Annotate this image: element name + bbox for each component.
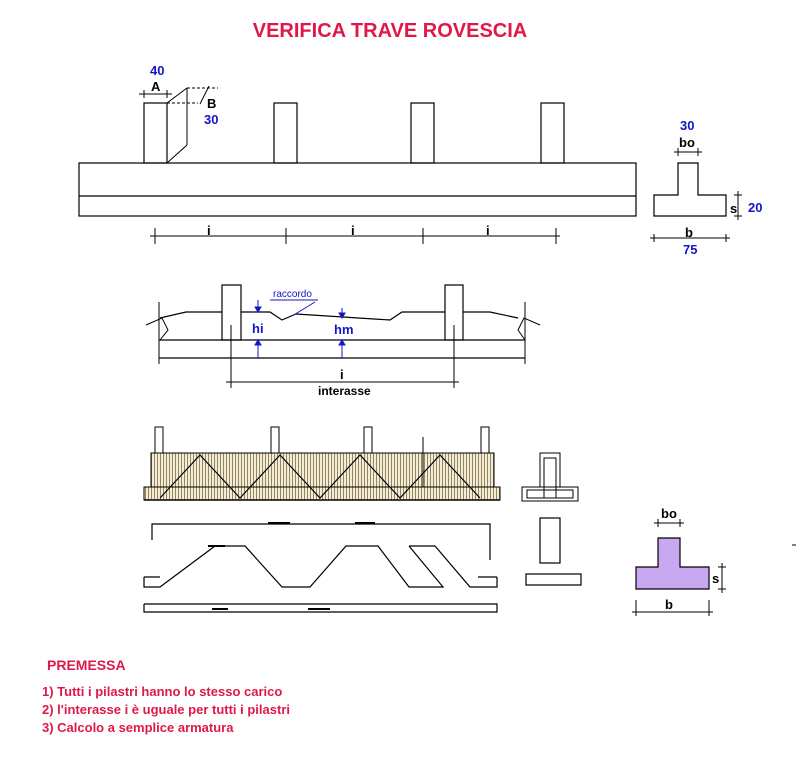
- premessa-heading: PREMESSA: [47, 657, 126, 673]
- top-cross-section: [650, 148, 742, 242]
- section-outline: [653, 162, 727, 217]
- premessa-list: 1) Tutti i pilastri hanno lo stesso cari…: [42, 683, 290, 737]
- raccordo-label: raccordo: [273, 289, 312, 300]
- middle-dim-arrows: [254, 299, 346, 358]
- rebar-shapes: [143, 517, 582, 613]
- dim-b-value: 30: [204, 112, 218, 127]
- bottom-s-label: s: [712, 571, 719, 586]
- column-3: [410, 102, 435, 164]
- top-beam-elevation: [78, 85, 637, 244]
- reinforcement-elevation: [143, 426, 501, 501]
- span-label-2: i: [351, 223, 355, 238]
- section-s-value: 20: [748, 200, 762, 215]
- premessa-item: 2) l'interasse i è uguale per tutti i pi…: [42, 702, 290, 717]
- bottom-bo-label: bo: [661, 506, 677, 521]
- section-bo-label: bo: [679, 135, 695, 150]
- beam-body: [78, 162, 637, 217]
- column-2: [273, 102, 298, 164]
- span-label-3: i: [486, 223, 490, 238]
- section-b-label: b: [685, 225, 693, 240]
- page-title: VERIFICA TRAVE ROVESCIA: [252, 20, 528, 42]
- hi-label: hi: [252, 321, 264, 336]
- bottom-b-label: b: [665, 597, 673, 612]
- premessa-item: 1) Tutti i pilastri hanno lo stesso cari…: [42, 684, 283, 699]
- dim-b-label: B: [207, 96, 216, 111]
- dim-a-label: A: [151, 79, 161, 94]
- reinforcement-section: [521, 452, 579, 502]
- interasse-i-label: i: [340, 367, 344, 382]
- bottom-cross-section: [632, 519, 796, 616]
- section-s-label: s: [730, 201, 737, 216]
- premessa-item: 3) Calcolo a semplice armatura: [42, 720, 234, 735]
- span-label-1: i: [207, 223, 211, 238]
- section-shape: [635, 537, 710, 590]
- interasse-label: interasse: [318, 384, 371, 398]
- column-1: [143, 102, 168, 164]
- section-b-value: 75: [683, 242, 697, 257]
- rebar-labels-strokes: [208, 522, 375, 610]
- column-4: [540, 102, 565, 164]
- dim-a-value: 40: [150, 63, 164, 78]
- hm-label: hm: [334, 322, 354, 337]
- section-bo-value: 30: [680, 118, 694, 133]
